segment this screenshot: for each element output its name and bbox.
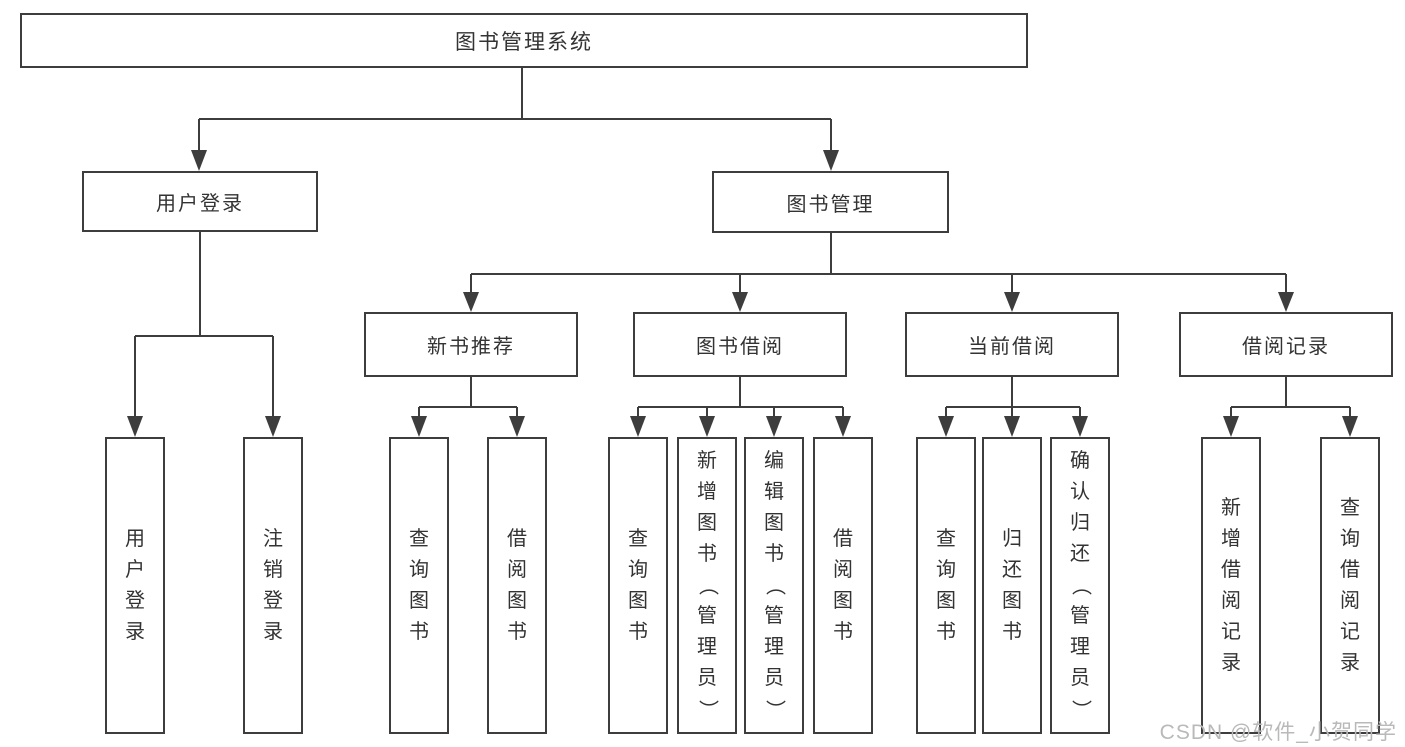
node-book-management: 图书管理 [712,171,949,233]
leaf-nb-query-books: 查询图书 [389,437,449,734]
leaf-bb-add-books-admin: 新增图书（管理员） [677,437,737,734]
leaf-nb-borrow-books: 借阅图书 [487,437,547,734]
node-borrow-records: 借阅记录 [1179,312,1393,377]
leaf-logout-login: 注销登录 [243,437,303,734]
leaf-bb-borrow-books: 借阅图书 [813,437,873,734]
leaf-cb-confirm-return-admin: 确认归还（管理员） [1050,437,1110,734]
leaf-br-query-record: 查询借阅记录 [1320,437,1380,734]
node-new-book-recommend: 新书推荐 [364,312,578,377]
leaf-bb-edit-books-admin: 编辑图书（管理员） [744,437,804,734]
node-user-login: 用户登录 [82,171,318,232]
arrowheads [127,150,1358,437]
node-current-borrow: 当前借阅 [905,312,1119,377]
watermark: CSDN @软件_小贺同学 [1159,721,1397,744]
leaf-cb-query-books: 查询图书 [916,437,976,734]
leaf-cb-return-books: 归还图书 [982,437,1042,734]
leaf-bb-query-books: 查询图书 [608,437,668,734]
leaf-user-login: 用户登录 [105,437,165,734]
node-root: 图书管理系统 [20,13,1028,68]
node-book-borrow: 图书借阅 [633,312,847,377]
leaf-br-add-record: 新增借阅记录 [1201,437,1261,734]
